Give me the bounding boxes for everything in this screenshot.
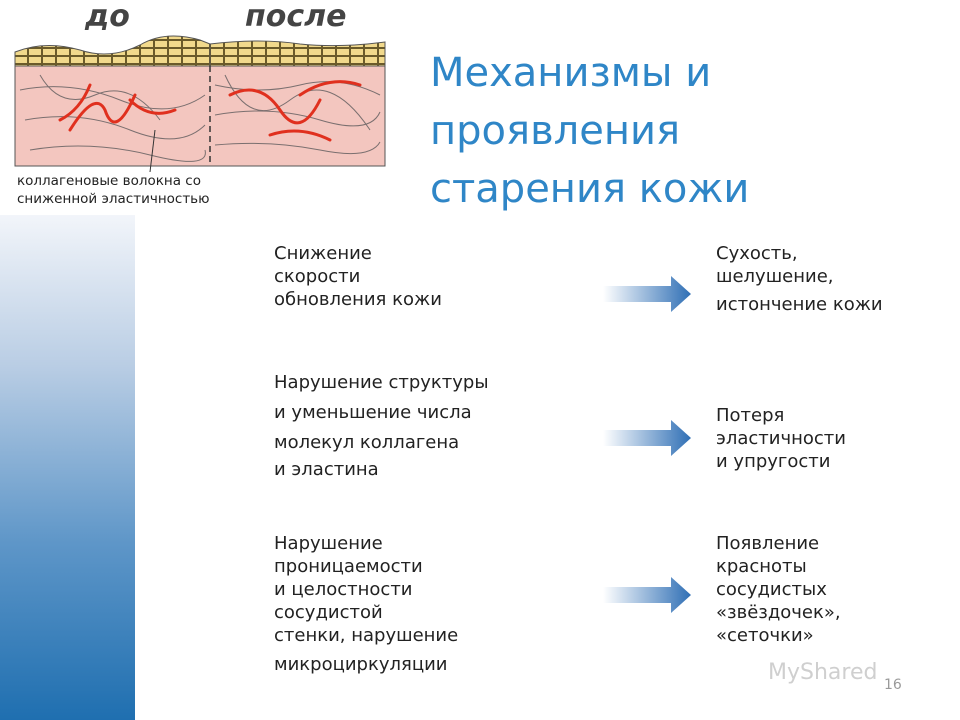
decorative-gradient-bar bbox=[0, 215, 135, 720]
text-line: «звёздочек», bbox=[716, 602, 841, 623]
figure-caption: коллагеновые волокна со сниженной эласти… bbox=[17, 172, 317, 208]
text-line: обновления кожи bbox=[274, 289, 442, 310]
text-line: Появление bbox=[716, 533, 820, 554]
text-line: стенки, нарушение bbox=[274, 625, 459, 646]
text-line: и эластина bbox=[274, 459, 379, 480]
title-line: проявления bbox=[430, 108, 681, 154]
page-number: 16 bbox=[884, 677, 902, 693]
caption-line: сниженной эластичностью bbox=[17, 191, 210, 207]
text-line: и упругости bbox=[716, 451, 831, 472]
text-line: Снижение bbox=[274, 243, 372, 264]
arrow-icon bbox=[603, 276, 691, 312]
text-line: сосудистых bbox=[716, 579, 827, 600]
text-line: Нарушение bbox=[274, 533, 383, 554]
watermark-logo: MyShared bbox=[768, 660, 878, 685]
text-line: микроциркуляции bbox=[274, 654, 448, 675]
text-line: проницаемости bbox=[274, 556, 423, 577]
text-line: молекул коллагена bbox=[274, 432, 460, 453]
after-label: после bbox=[245, 0, 347, 34]
effect-2: Потеря эластичности и упругости bbox=[716, 404, 846, 473]
text-line: эластичности bbox=[716, 428, 846, 449]
text-line: истончение кожи bbox=[716, 294, 883, 315]
before-label: до bbox=[85, 0, 130, 34]
effect-1: Сухость, шелушение, истончение кожи bbox=[716, 242, 883, 316]
skin-cross-section-drawing bbox=[14, 35, 386, 173]
title-line: старения кожи bbox=[430, 166, 750, 212]
caption-line: коллагеновые волокна со bbox=[17, 173, 201, 189]
text-line: красноты bbox=[716, 556, 807, 577]
arrow-icon bbox=[603, 420, 691, 456]
slide-title: Механизмы и проявления старения кожи bbox=[430, 44, 810, 218]
cause-2: Нарушение структуры и уменьшение числа м… bbox=[274, 368, 489, 481]
text-line: Потеря bbox=[716, 405, 785, 426]
arrow-icon bbox=[603, 577, 691, 613]
text-line: и уменьшение числа bbox=[274, 402, 472, 423]
text-line: сосудистой bbox=[274, 602, 383, 623]
text-line: «сеточки» bbox=[716, 625, 814, 646]
text-line: скорости bbox=[274, 266, 361, 287]
text-line: и целостности bbox=[274, 579, 413, 600]
text-line: шелушение, bbox=[716, 266, 834, 287]
text-line: Нарушение структуры bbox=[274, 372, 489, 393]
title-line: Механизмы и bbox=[430, 50, 712, 96]
cause-1: Снижение скорости обновления кожи bbox=[274, 242, 442, 311]
text-line: Сухость, bbox=[716, 243, 798, 264]
cause-3: Нарушение проницаемости и целостности со… bbox=[274, 532, 458, 676]
skin-aging-illustration: до после коллагеновые волокна со сниженн… bbox=[0, 0, 390, 215]
effect-3: Появление красноты сосудистых «звёздочек… bbox=[716, 532, 841, 647]
